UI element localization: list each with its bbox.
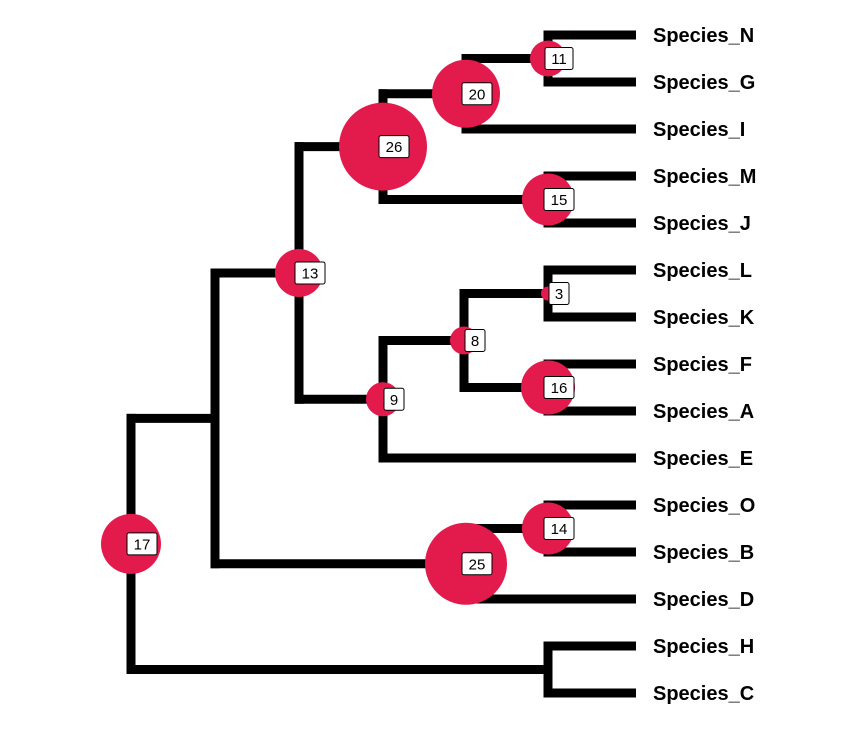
node-value-label: 26 [386, 139, 403, 156]
node-value-label: 20 [469, 86, 486, 103]
node-value-label: 3 [555, 286, 563, 303]
tip-label: Species_L [653, 260, 752, 282]
node-label-box [378, 135, 410, 159]
tip-label: Species_B [653, 542, 754, 564]
node-label-box [543, 376, 575, 399]
node-label-box [464, 329, 486, 352]
node-value-label: 15 [551, 192, 568, 209]
tip-label: Species_F [653, 354, 752, 376]
node-value-label: 13 [302, 265, 319, 282]
node-value-label: 17 [134, 536, 151, 553]
node-value-label: 16 [551, 380, 568, 397]
node-label-box [294, 261, 326, 285]
tip-label: Species_E [653, 448, 753, 470]
node-label-box [548, 282, 570, 305]
node-label-box [543, 517, 575, 540]
tip-label: Species_O [653, 495, 755, 517]
node-label-box [461, 82, 493, 106]
tip-label: Species_I [653, 119, 745, 141]
node-value-label: 8 [471, 333, 479, 350]
node-label-box [126, 532, 158, 556]
tip-label: Species_N [653, 25, 754, 47]
tip-label: Species_M [653, 166, 756, 188]
tip-label: Species_C [653, 683, 754, 705]
tip-label: Species_H [653, 636, 754, 658]
node-value-label: 14 [551, 521, 568, 538]
tip-label: Species_D [653, 589, 754, 611]
tip-label: Species_K [653, 307, 755, 329]
node-value-label: 9 [390, 392, 398, 409]
tip-labels: Species_N Species_G Species_I Species_M Spec… [653, 25, 756, 705]
node-value-label: 11 [551, 51, 567, 68]
node-label-box [544, 47, 574, 70]
node-label-box [461, 552, 493, 576]
tip-label: Species_A [653, 401, 754, 423]
tip-label: Species_G [653, 72, 755, 94]
node-label-box [383, 387, 405, 411]
node-label-box [543, 188, 575, 211]
node-labels: 11 20 15 26 3 16 8 9 13 14 25 17 [126, 47, 575, 576]
node-value-label: 25 [469, 556, 486, 573]
tip-label: Species_J [653, 213, 751, 235]
